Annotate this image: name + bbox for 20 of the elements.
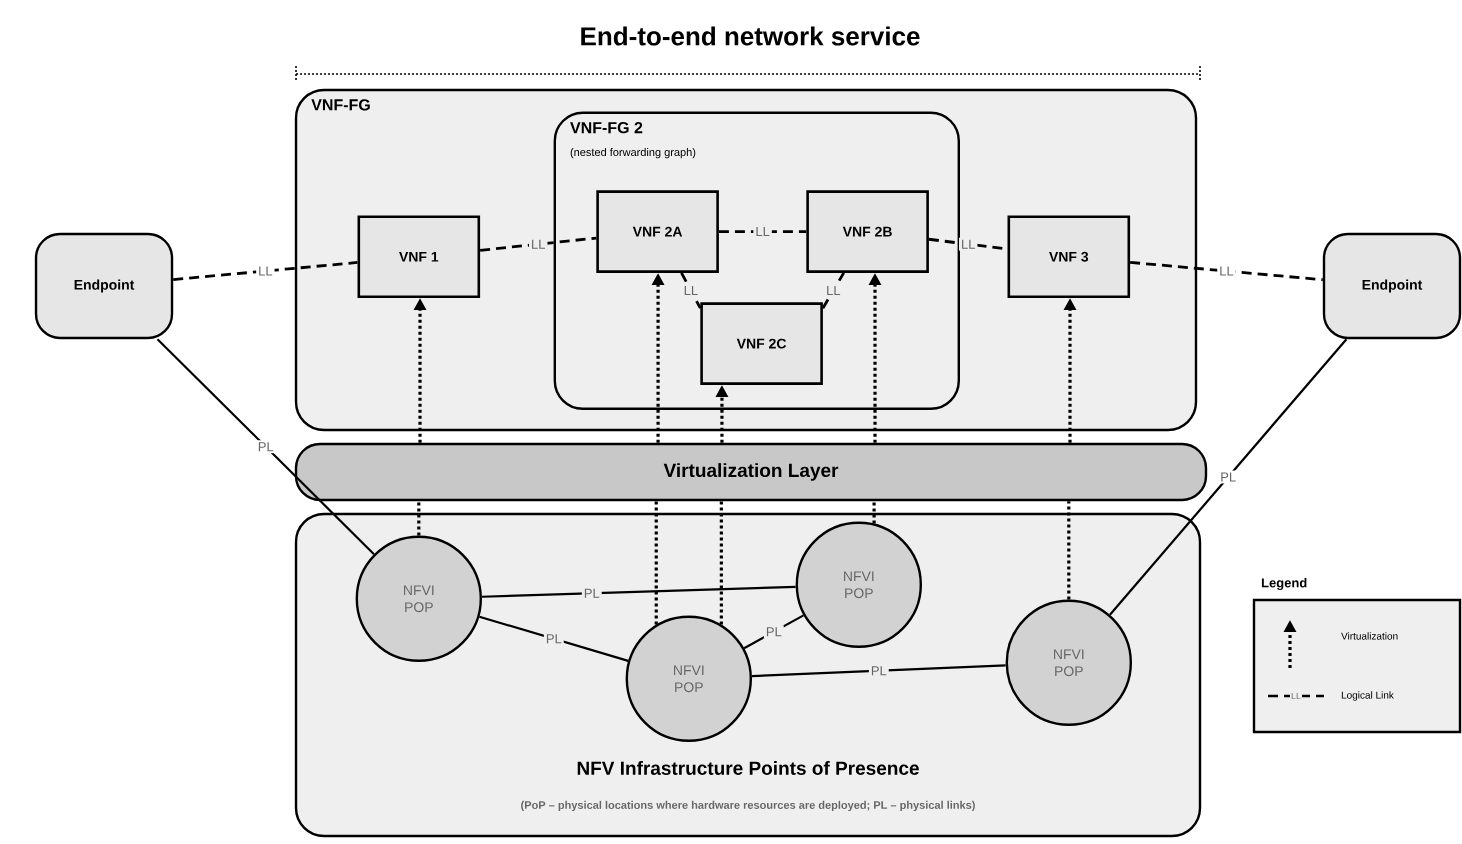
connector (156, 338, 375, 555)
connector (743, 614, 805, 650)
connector (481, 585, 796, 598)
connector (680, 272, 702, 309)
connector (654, 501, 658, 625)
connector (751, 664, 1006, 678)
title: End-to-end network service (581, 26, 920, 46)
connector (718, 230, 807, 233)
connector (417, 501, 421, 536)
connector (173, 261, 358, 281)
connector (821, 272, 845, 309)
connector (1129, 260, 1323, 282)
connector (928, 237, 1008, 251)
connector (719, 501, 723, 625)
connector (872, 501, 876, 524)
connector (1109, 338, 1348, 616)
layer-band: Virtualization Layer (294, 442, 1208, 502)
connector (1067, 501, 1071, 600)
connector (479, 236, 597, 252)
connector (479, 615, 629, 662)
